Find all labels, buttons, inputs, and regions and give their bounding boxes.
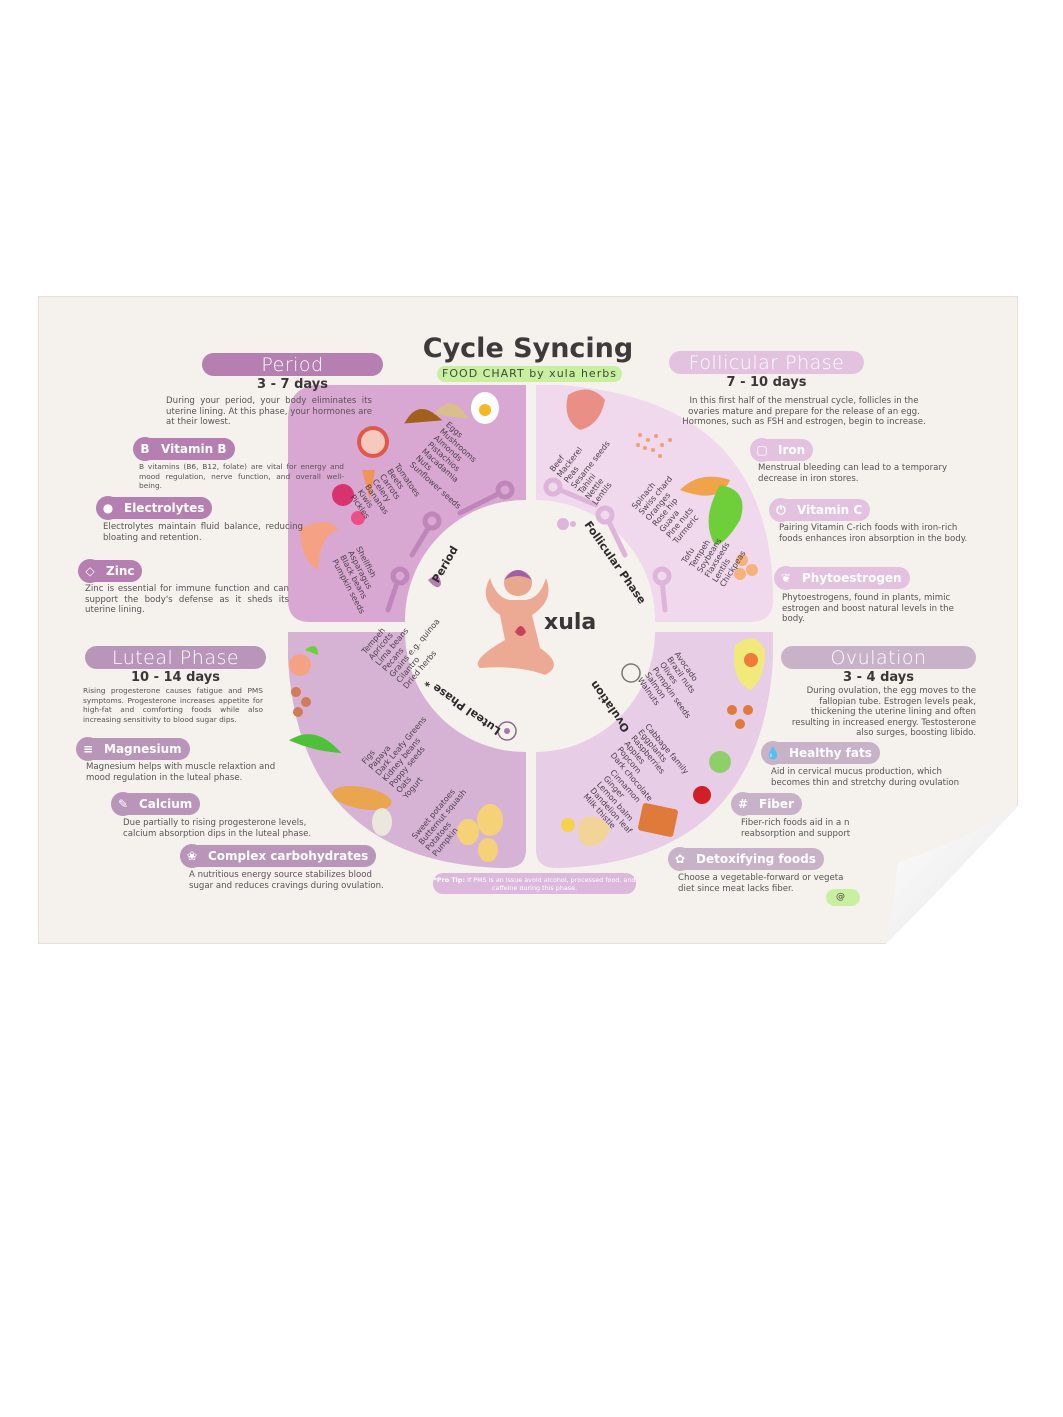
nutrient-name: Electrolytes	[124, 501, 205, 515]
nutrient-description: A nutritious energy source stabilizes bl…	[189, 870, 384, 891]
luteal-title: Luteal Phase	[85, 646, 266, 669]
nutrient-zinc: ◇ Zinc	[78, 559, 143, 583]
nutrient-name: Calcium	[139, 797, 193, 811]
nutrient-description: Due partially to rising progesterone lev…	[123, 818, 312, 839]
nutrient-name: Vitamin B	[161, 442, 227, 456]
pro-tip-text: If PMS is an issue avoid alcohol, proces…	[467, 876, 636, 892]
nutrient-name: Complex carbohydrates	[208, 849, 369, 863]
nutrient-vitamin-c: ⏻ Vitamin C	[769, 498, 871, 522]
ovulation-egg-icon	[621, 663, 641, 683]
bubbles-icon: ●	[96, 496, 120, 520]
nutrient-description: Menstrual bleeding can lead to a tempora…	[758, 463, 948, 484]
nutrient-description: B vitamins (B6, B12, folate) are vital f…	[139, 462, 344, 490]
follicular-days: 7 - 10 days	[726, 375, 807, 390]
nutrient-name: Iron	[778, 443, 806, 457]
nutrient-description: Zinc is essential for immune function an…	[85, 584, 289, 615]
drop-icon: 💧	[761, 741, 785, 765]
meditating-woman-illustration	[477, 570, 554, 675]
ovulation-quadrant	[536, 632, 773, 868]
nutrient-healthy-fats: 💧 Healthy fats	[761, 741, 880, 765]
food-illustrations	[288, 389, 765, 862]
nutrient-complex-carbohydrates: ❀ Complex carbohydrates	[180, 844, 377, 868]
rings-icon: ❀	[180, 844, 204, 868]
nutrient-description: Choose a vegetable-forward or vegeta die…	[678, 873, 844, 894]
nutrient-name: Detoxifying foods	[696, 852, 816, 866]
period-quadrant	[288, 385, 526, 622]
nutrient-description: Aid in cervical mucus production, which …	[771, 767, 960, 788]
luteal-days: 10 - 14 days	[130, 670, 221, 685]
stripes-icon: ≡	[76, 737, 100, 761]
diamond-icon: ◇	[78, 559, 102, 583]
pro-tip-label: *Pro Tip:	[433, 876, 466, 884]
nutrient-detoxifying-foods: ✿ Detoxifying foods	[668, 847, 824, 871]
power-icon: ⏻	[769, 498, 793, 522]
follicular-title: Follicular Phase	[669, 351, 864, 374]
pro-tip-badge: *Pro Tip: If PMS is an issue avoid alcoh…	[433, 873, 636, 894]
period-description: During your period, your body eliminates…	[166, 396, 372, 427]
nutrient-description: Phytoestrogens, found in plants, mimic e…	[782, 593, 954, 624]
spoon-icons-follicular	[543, 477, 672, 613]
period-days: 3 - 7 days	[257, 377, 328, 392]
nutrient-phytoestrogen: ❦ Phytoestrogen	[774, 566, 910, 590]
spoon-icons	[385, 480, 515, 613]
social-handle-badge: @	[826, 889, 860, 906]
nutrient-vitamin-b: B Vitamin B	[133, 437, 235, 461]
xula-logo: xula	[544, 610, 597, 635]
b-letter-icon: B	[133, 437, 157, 461]
period-title: Period	[202, 353, 383, 376]
nutrient-magnesium: ≡ Magnesium	[76, 737, 190, 761]
subtitle-badge: FOOD CHART by xula herbs	[437, 366, 622, 382]
nutrient-name: Zinc	[106, 564, 135, 578]
ovulation-days: 3 - 4 days	[843, 670, 914, 685]
luteal-icon	[497, 721, 517, 741]
nutrient-name: Fiber	[759, 797, 794, 811]
bone-icon: ✎	[111, 792, 135, 816]
ovulation-description: During ovulation, the egg moves to the f…	[791, 686, 976, 738]
nutrient-electrolytes: ● Electrolytes	[96, 496, 213, 520]
nutrient-description: Fiber-rich foods aid in a n reabsorption…	[741, 818, 851, 839]
nutrient-description: Pairing Vitamin C-rich foods with iron-r…	[779, 523, 968, 544]
luteal-description: Rising progesterone causes fatigue and P…	[83, 686, 263, 724]
nutrient-calcium: ✎ Calcium	[111, 792, 201, 816]
nutrient-fiber: # Fiber	[731, 792, 802, 816]
nutrient-name: Phytoestrogen	[802, 571, 902, 585]
nutrient-iron: ▢ Iron	[750, 438, 814, 462]
follicular-quadrant	[536, 385, 773, 622]
nutrient-description: Electrolytes maintain fluid balance, red…	[103, 522, 303, 543]
leaf-icon: ❦	[774, 566, 798, 590]
page-title: Cycle Syncing	[422, 333, 634, 364]
follicular-description: In this first half of the menstrual cycl…	[682, 396, 926, 427]
drop-icon	[428, 575, 441, 588]
nutrient-description: Magnesium helps with muscle relaxtion an…	[86, 762, 276, 783]
luteal-quadrant	[288, 632, 526, 868]
nutrient-name: Vitamin C	[797, 503, 863, 517]
cube-icon: ▢	[750, 438, 774, 462]
ovulation-title: Ovulation	[781, 646, 976, 669]
sprout-icon: ✿	[668, 847, 692, 871]
nutrient-name: Healthy fats	[789, 746, 872, 760]
mesh-icon: #	[731, 792, 755, 816]
nutrient-name: Magnesium	[104, 742, 182, 756]
